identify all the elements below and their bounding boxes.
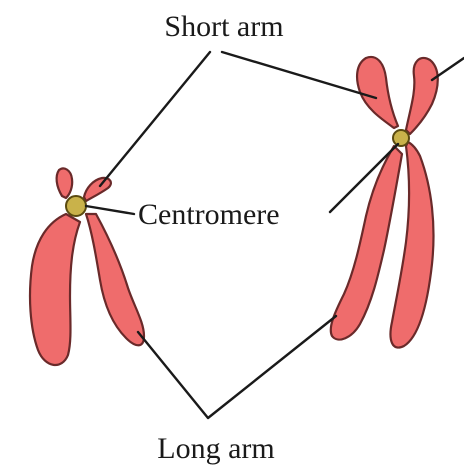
centromere-pointer-left xyxy=(86,206,134,214)
long-arm-pointer xyxy=(138,316,336,418)
short-arm-pointer-right xyxy=(222,52,376,98)
left-long-arm-chromatid-1 xyxy=(30,214,80,365)
left-long-arm-chromatid-2 xyxy=(86,214,144,345)
short-arm-label: Short arm xyxy=(164,10,283,43)
left-short-arm-chromatid-1 xyxy=(57,168,73,198)
right-chromosome xyxy=(331,57,438,348)
short-arm-pointer-left xyxy=(100,52,210,186)
right-short-arm-chromatid-2 xyxy=(406,58,438,134)
right-short-arm-chromatid-1 xyxy=(357,57,398,128)
left-centromere xyxy=(66,196,86,216)
centromere-label: Centromere xyxy=(138,198,280,231)
left-short-arm-chromatid-2 xyxy=(84,178,111,201)
left-chromosome xyxy=(30,168,144,365)
right-centromere xyxy=(393,130,409,146)
long-arm-label: Long arm xyxy=(157,432,274,465)
